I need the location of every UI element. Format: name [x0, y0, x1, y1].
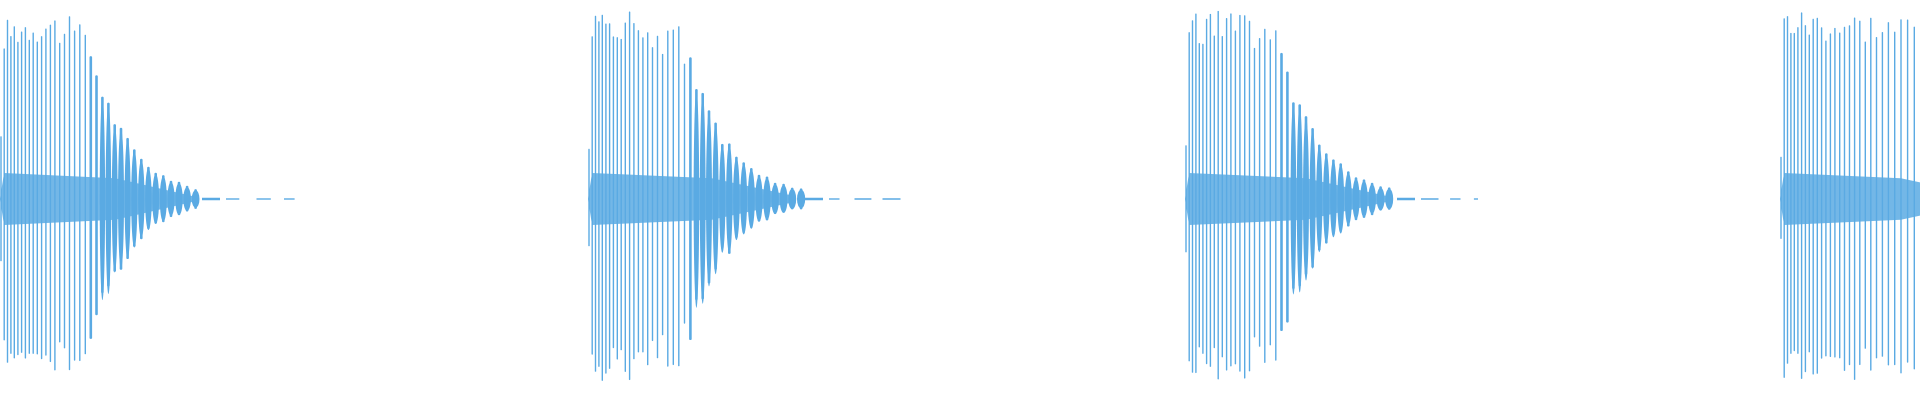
waveform-lobe — [152, 174, 160, 224]
waveform-lobe — [131, 150, 138, 248]
waveform-lobe — [1323, 154, 1330, 244]
waveform-lobe — [779, 185, 788, 213]
waveform-lobe — [145, 168, 152, 230]
waveform-lobe — [693, 90, 700, 308]
waveform-lobe — [191, 190, 200, 208]
waveform-lobe — [706, 111, 712, 287]
waveform-lobe — [763, 177, 771, 221]
waveform-lobe — [1337, 164, 1345, 234]
waveform-lobe — [699, 94, 706, 304]
waveform-lobe — [797, 189, 806, 209]
waveform-burst — [588, 11, 901, 381]
waveform-lobe — [1330, 160, 1337, 238]
waveform-burst — [1185, 10, 1478, 380]
waveform-lobe — [1344, 172, 1352, 226]
waveform-lobe — [1385, 188, 1394, 210]
waveform-lobe — [726, 144, 733, 254]
waveform-lobe — [1309, 129, 1316, 269]
waveform-bursts — [0, 10, 1920, 381]
waveform-lobe — [788, 188, 797, 210]
waveform-lobe — [733, 157, 740, 241]
waveform-lobe — [111, 125, 118, 273]
waveform-lobe — [118, 129, 124, 269]
waveform-lobe — [138, 160, 145, 238]
waveform-lobe — [771, 184, 779, 214]
waveform-lobe — [1303, 117, 1309, 281]
waveform-lobe — [1352, 178, 1360, 220]
waveform-lobe — [105, 103, 112, 295]
waveform-lobe — [740, 163, 748, 235]
waveform-lobe — [712, 123, 719, 275]
waveform-lobe — [183, 187, 191, 211]
waveform-lobe — [1316, 145, 1323, 253]
waveform-lobe — [167, 182, 175, 216]
waveform-lobe — [99, 97, 106, 301]
waveform-lobe — [1376, 187, 1385, 211]
waveform-lobe — [159, 176, 167, 222]
waveform-lobe — [1360, 180, 1368, 218]
waveform-burst — [0, 16, 295, 371]
waveform-lobe — [175, 183, 183, 215]
waveform-lobe — [1368, 184, 1376, 214]
waveform-lobe — [747, 169, 755, 229]
waveform-burst — [1780, 12, 1920, 380]
waveform-lobe — [1296, 105, 1303, 293]
waveform-lobe — [719, 145, 726, 253]
waveform-lobe — [124, 139, 131, 259]
waveform-lobe — [1290, 103, 1297, 295]
waveform-lobe — [755, 176, 763, 222]
